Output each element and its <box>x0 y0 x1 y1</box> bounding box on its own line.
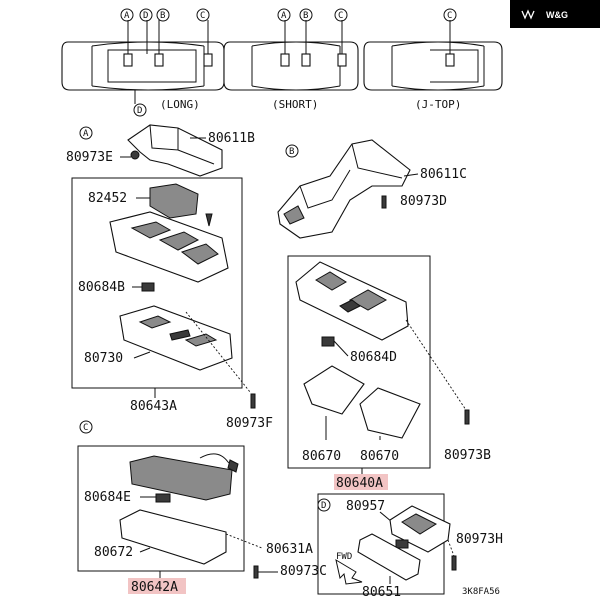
watermark-text: W&G <box>546 10 568 20</box>
label-80973e: 80973E <box>66 150 113 165</box>
bulb-d <box>395 539 409 549</box>
marker-a-label: A <box>124 11 130 21</box>
marker-d-label: D <box>143 11 148 21</box>
marker-a <box>120 8 134 22</box>
detail-c-frame <box>77 445 245 572</box>
screw-80973e <box>130 150 140 160</box>
label-80640a: 80640A <box>336 476 383 491</box>
label-80684b: 80684B <box>78 280 125 295</box>
marker-b-short-label: B <box>303 11 308 21</box>
label-80730: 80730 <box>84 351 123 366</box>
label-80973h: 80973H <box>456 532 503 547</box>
view-jtop-label: (J-TOP) <box>415 98 461 111</box>
detail-c-marker-label: C <box>83 423 88 433</box>
detail-d-frame <box>317 493 445 595</box>
label-80611b: 80611B <box>208 131 255 146</box>
fwd-label: FWD <box>336 552 352 562</box>
marker-b <box>156 8 170 22</box>
fwd-arrow-icon <box>335 558 363 585</box>
diagram-code: 3K8FA56 <box>462 587 500 597</box>
label-80672: 80672 <box>94 545 133 560</box>
highlight-80640a <box>334 474 388 490</box>
label-80670-right: 80670 <box>360 449 399 464</box>
watermark-logo: W&G <box>510 0 600 28</box>
detail-d-marker <box>317 498 331 512</box>
marker-d-bottom-label: D <box>137 106 142 116</box>
marker-c-jtop-label: C <box>447 11 452 21</box>
highlight-80642a <box>128 578 186 594</box>
label-80643a: 80643A <box>130 399 177 414</box>
label-80642a: 80642A <box>131 580 178 595</box>
detail-b-marker-label: B <box>289 147 294 157</box>
detail-b-marker <box>285 144 299 158</box>
marker-d <box>139 8 153 22</box>
label-80670-left: 80670 <box>302 449 341 464</box>
lens-80651 <box>357 533 421 581</box>
marker-c-short-label: C <box>338 11 343 21</box>
detail-d-marker-label: D <box>321 501 326 511</box>
detail-c-marker <box>79 420 93 434</box>
detail-a-marker <box>79 126 93 140</box>
detail-a-frame <box>71 177 243 389</box>
label-80957: 80957 <box>346 499 385 514</box>
bulb-80684b <box>141 282 155 292</box>
vehicle-jtop <box>363 20 503 91</box>
label-82452: 82452 <box>88 191 127 206</box>
marker-b-short <box>299 8 313 22</box>
marker-a-short <box>277 8 291 22</box>
screw-80973f <box>250 393 256 409</box>
detail-b-frame <box>287 255 431 469</box>
bulb-80684d <box>321 336 335 347</box>
label-80631a: 80631A <box>266 542 313 557</box>
vehicle-long <box>61 20 225 104</box>
marker-b-label: B <box>160 11 165 21</box>
logo-icon <box>521 9 535 20</box>
vehicle-short <box>223 20 359 91</box>
marker-c-label: C <box>200 11 205 21</box>
bracket-80611c <box>277 139 411 239</box>
marker-c-jtop <box>443 8 457 22</box>
bulb-80684e <box>155 493 171 503</box>
label-80684e: 80684E <box>84 490 131 505</box>
screw-80973b <box>464 409 470 425</box>
screw-top <box>205 213 213 227</box>
label-80973d: 80973D <box>400 194 447 209</box>
label-80973b: 80973B <box>444 448 491 463</box>
label-80611c: 80611C <box>420 167 467 182</box>
lamp-base-c <box>129 455 233 501</box>
lens-80672 <box>119 509 227 565</box>
marker-d-bottom <box>133 103 147 117</box>
screw-80973h <box>451 555 457 571</box>
view-short-label: (SHORT) <box>272 98 318 111</box>
lamp-base <box>149 183 199 219</box>
lens-80670-right <box>359 387 421 439</box>
marker-c <box>196 8 210 22</box>
label-80651: 80651 <box>362 585 401 600</box>
label-80973c: 80973C <box>280 564 327 579</box>
lens-80670-left <box>303 365 365 415</box>
detail-a-marker-label: A <box>83 129 89 139</box>
screw-80973d <box>381 195 387 209</box>
label-80973f: 80973F <box>226 416 273 431</box>
view-long-label: (LONG) <box>160 98 200 111</box>
label-80684d: 80684D <box>350 350 397 365</box>
marker-a-short-label: A <box>281 11 287 21</box>
screw-80973c <box>253 565 259 579</box>
marker-c-short <box>334 8 348 22</box>
